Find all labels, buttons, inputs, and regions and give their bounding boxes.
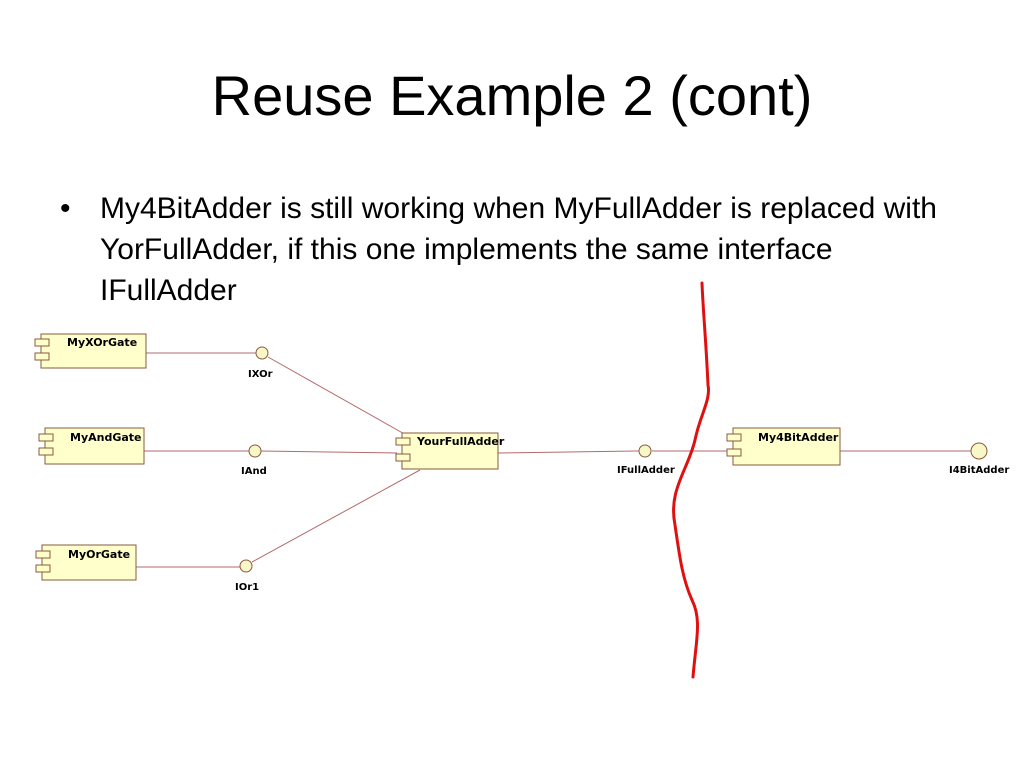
component-port-icon (726, 448, 742, 457)
bullet-item: • My4BitAdder is still working when MyFu… (56, 188, 956, 311)
component-port-icon (35, 564, 51, 573)
component-my4bitadder: My4BitAdder (726, 427, 841, 466)
connector-fulladder-to-ifulladder (497, 450, 640, 454)
interface-iand: IAnd (241, 444, 267, 477)
component-port-icon (35, 550, 51, 559)
connector-lines (136, 352, 972, 568)
interface-ifulladder: IFullAdder (617, 444, 675, 476)
interface-label-ifulladder: IFullAdder (617, 465, 675, 476)
component-port-icon (34, 338, 50, 347)
component-port-icon (38, 447, 54, 456)
interface-lollipop-icon (638, 444, 652, 458)
component-label-and: MyAndGate (70, 431, 142, 444)
component-myxorgate: MyXOrGate (34, 333, 147, 369)
component-port-icon (38, 433, 54, 442)
component-label-or: MyOrGate (68, 548, 130, 561)
component-label-4bitadder: My4BitAdder (758, 431, 839, 444)
bullet-text: My4BitAdder is still working when MyFull… (100, 192, 937, 307)
component-myorgate: MyOrGate (35, 544, 137, 581)
interface-lollipop-icon (970, 442, 988, 460)
bullet-list: • My4BitAdder is still working when MyFu… (56, 188, 956, 311)
component-myandgate: MyAndGate (38, 427, 145, 465)
interface-lollipop-icon (239, 559, 253, 573)
interface-ixor: IXOr (248, 346, 273, 380)
interface-label-iand: IAnd (241, 466, 267, 477)
interface-label-ior1: IOr1 (235, 582, 259, 593)
interface-i4bitadder: I4BitAdder (949, 442, 1009, 476)
interface-label-i4bitadder: I4BitAdder (949, 465, 1009, 476)
interface-ior1: IOr1 (235, 559, 259, 593)
component-port-icon (395, 437, 411, 446)
component-label-xor: MyXOrGate (67, 336, 137, 349)
component-label-fulladder: YourFullAdder (416, 435, 505, 448)
slide-title: Reuse Example 2 (cont) (211, 64, 813, 127)
connector-ior1-to-fulladder (251, 469, 421, 563)
interface-lollipop-icon (248, 444, 262, 458)
interface-lollipop-icon (255, 346, 269, 360)
component-port-icon (726, 433, 742, 442)
bullet-marker: • (60, 192, 71, 225)
connector-iand-to-fulladder (259, 450, 398, 454)
component-port-icon (34, 352, 50, 361)
interface-label-ixor: IXOr (248, 369, 273, 380)
component-port-icon (395, 453, 411, 462)
component-yourfulladder: YourFullAdder (395, 432, 505, 470)
connector-ixor-to-fulladder (267, 356, 409, 437)
replacement-divider-line (672, 281, 711, 679)
